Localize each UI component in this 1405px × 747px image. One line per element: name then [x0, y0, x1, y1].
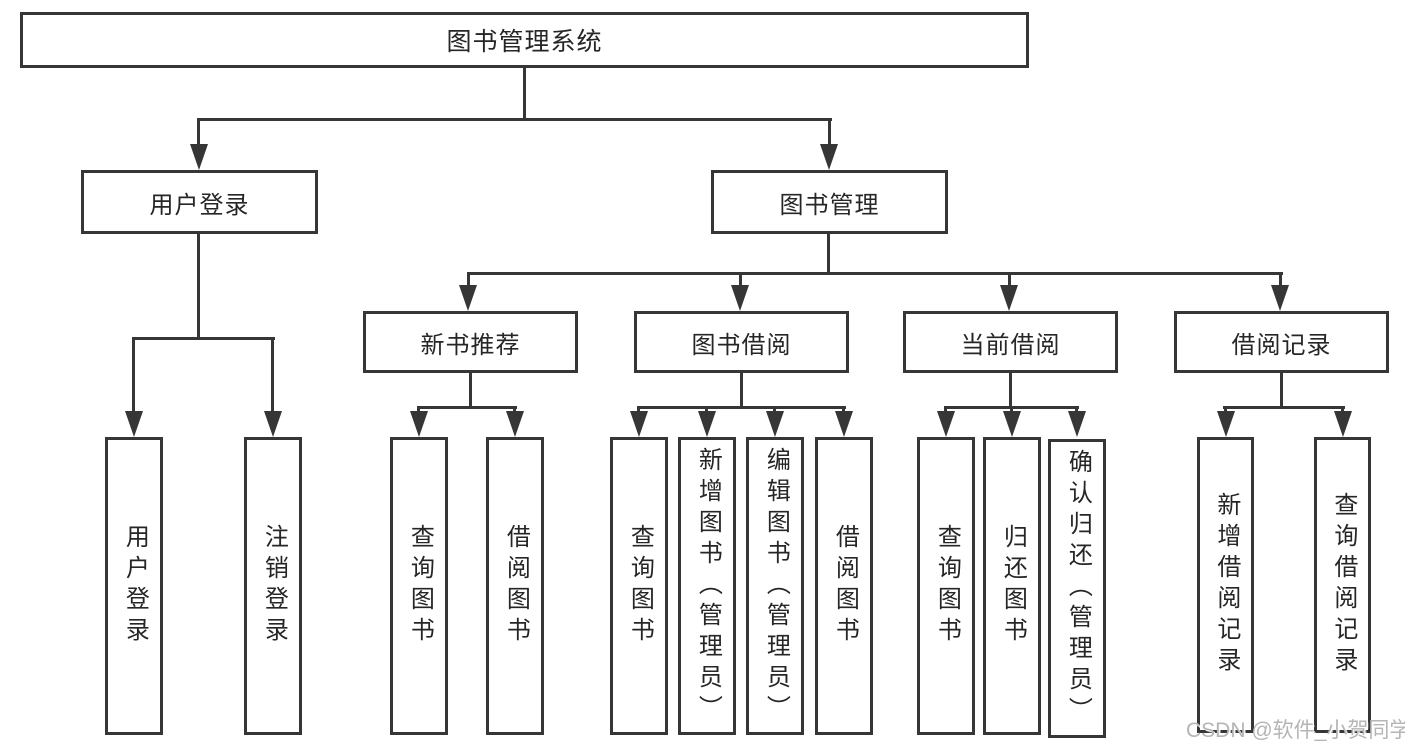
connector-current-borrowing-rail: [944, 406, 1079, 409]
node-cb-query-books: 查询图书: [917, 437, 975, 735]
node-cb-confirm-return-admin-label: 确认归还（管理员）: [1064, 449, 1092, 728]
arrowhead-icon: [1271, 285, 1289, 311]
node-bb-add-book-admin: 新增图书（管理员）: [678, 437, 736, 735]
arrowhead-icon: [731, 285, 749, 311]
connector-borrowing-records-stem: [1280, 371, 1283, 409]
connector-root-stem: [523, 65, 526, 121]
node-bb-query-books: 查询图书: [610, 437, 668, 735]
connector-book-management-drop: [828, 120, 831, 148]
connector-new-book-rail: [417, 406, 517, 409]
node-book-borrowing-label: 图书借阅: [691, 331, 792, 359]
arrowhead-icon: [410, 411, 428, 437]
connector-book-management-stem: [827, 232, 830, 274]
node-login: 用户登录: [105, 437, 163, 735]
watermark: CSDN @软件_小贺同学: [1186, 719, 1405, 742]
arrowhead-icon: [835, 411, 853, 437]
node-nb-query-books-label: 查询图书: [406, 524, 434, 648]
node-current-borrowing-label: 当前借阅: [960, 331, 1061, 359]
node-bb-edit-book-admin: 编辑图书（管理员）: [746, 437, 804, 735]
node-book-management: 图书管理: [711, 170, 948, 234]
connector-login-drop: [132, 339, 135, 412]
node-root-label: 图书管理系统: [446, 28, 603, 56]
node-nb-borrow-books-label: 借阅图书: [502, 524, 530, 648]
arrowhead-icon: [937, 411, 955, 437]
node-logout-label: 注销登录: [260, 524, 288, 648]
connector-new-book-stem: [469, 371, 472, 409]
connector-root-rail: [197, 118, 832, 121]
connector-borrowing-records-drop: [1279, 274, 1282, 286]
connector-user-login-rail: [132, 337, 275, 340]
node-logout: 注销登录: [244, 437, 302, 735]
connector-book-management-rail: [467, 272, 1283, 275]
arrowhead-icon: [630, 411, 648, 437]
arrowhead-icon: [125, 411, 143, 437]
node-new-book-recommend: 新书推荐: [363, 311, 578, 373]
node-cb-confirm-return-admin: 确认归还（管理员）: [1048, 439, 1106, 738]
node-bb-borrow-books: 借阅图书: [815, 437, 873, 735]
connector-borrowing-records-rail: [1223, 406, 1345, 409]
arrowhead-icon: [190, 144, 208, 170]
node-bb-query-books-label: 查询图书: [626, 524, 654, 648]
node-br-add-record: 新增借阅记录: [1197, 437, 1254, 733]
connector-book-borrowing-rail: [637, 406, 846, 409]
node-br-query-record-label: 查询借阅记录: [1329, 492, 1357, 678]
node-new-book-recommend-label: 新书推荐: [420, 331, 521, 359]
connector-current-borrowing-drop: [1008, 274, 1011, 286]
node-bb-add-book-admin-label: 新增图书（管理员）: [694, 446, 722, 726]
node-bb-borrow-books-label: 借阅图书: [831, 524, 859, 648]
arrowhead-icon: [1334, 411, 1352, 437]
arrowhead-icon: [698, 411, 716, 437]
node-br-query-record: 查询借阅记录: [1314, 437, 1371, 733]
node-login-label: 用户登录: [121, 524, 149, 648]
node-borrowing-records-label: 借阅记录: [1231, 331, 1332, 359]
node-user-login: 用户登录: [81, 170, 318, 234]
arrowhead-icon: [820, 144, 838, 170]
connector-logout-drop: [271, 339, 274, 412]
node-root: 图书管理系统: [20, 12, 1029, 68]
arrowhead-icon: [506, 411, 524, 437]
node-user-login-label: 用户登录: [149, 191, 250, 219]
connector-new-book-drop: [467, 274, 470, 286]
node-current-borrowing: 当前借阅: [903, 311, 1118, 373]
connector-book-borrowing-stem: [740, 371, 743, 409]
arrowhead-icon: [1217, 411, 1235, 437]
arrowhead-icon: [459, 285, 477, 311]
node-cb-return-books: 归还图书: [983, 437, 1041, 735]
node-cb-return-books-label: 归还图书: [999, 524, 1027, 648]
node-book-management-label: 图书管理: [779, 191, 880, 219]
node-cb-query-books-label: 查询图书: [933, 524, 961, 648]
node-nb-borrow-books: 借阅图书: [486, 437, 544, 735]
arrowhead-icon: [766, 411, 784, 437]
node-bb-edit-book-admin-label: 编辑图书（管理员）: [762, 446, 790, 726]
connector-user-login-stem: [197, 232, 200, 339]
arrowhead-icon: [1068, 411, 1086, 437]
arrowhead-icon: [1000, 285, 1018, 311]
arrowhead-icon: [264, 411, 282, 437]
connector-book-borrowing-drop: [739, 274, 742, 286]
node-nb-query-books: 查询图书: [390, 437, 448, 735]
node-book-borrowing: 图书借阅: [634, 311, 849, 373]
node-borrowing-records: 借阅记录: [1174, 311, 1389, 373]
connector-user-login-drop: [197, 120, 200, 148]
connector-current-borrowing-stem: [1009, 371, 1012, 409]
arrowhead-icon: [1003, 411, 1021, 437]
node-br-add-record-label: 新增借阅记录: [1212, 492, 1240, 678]
